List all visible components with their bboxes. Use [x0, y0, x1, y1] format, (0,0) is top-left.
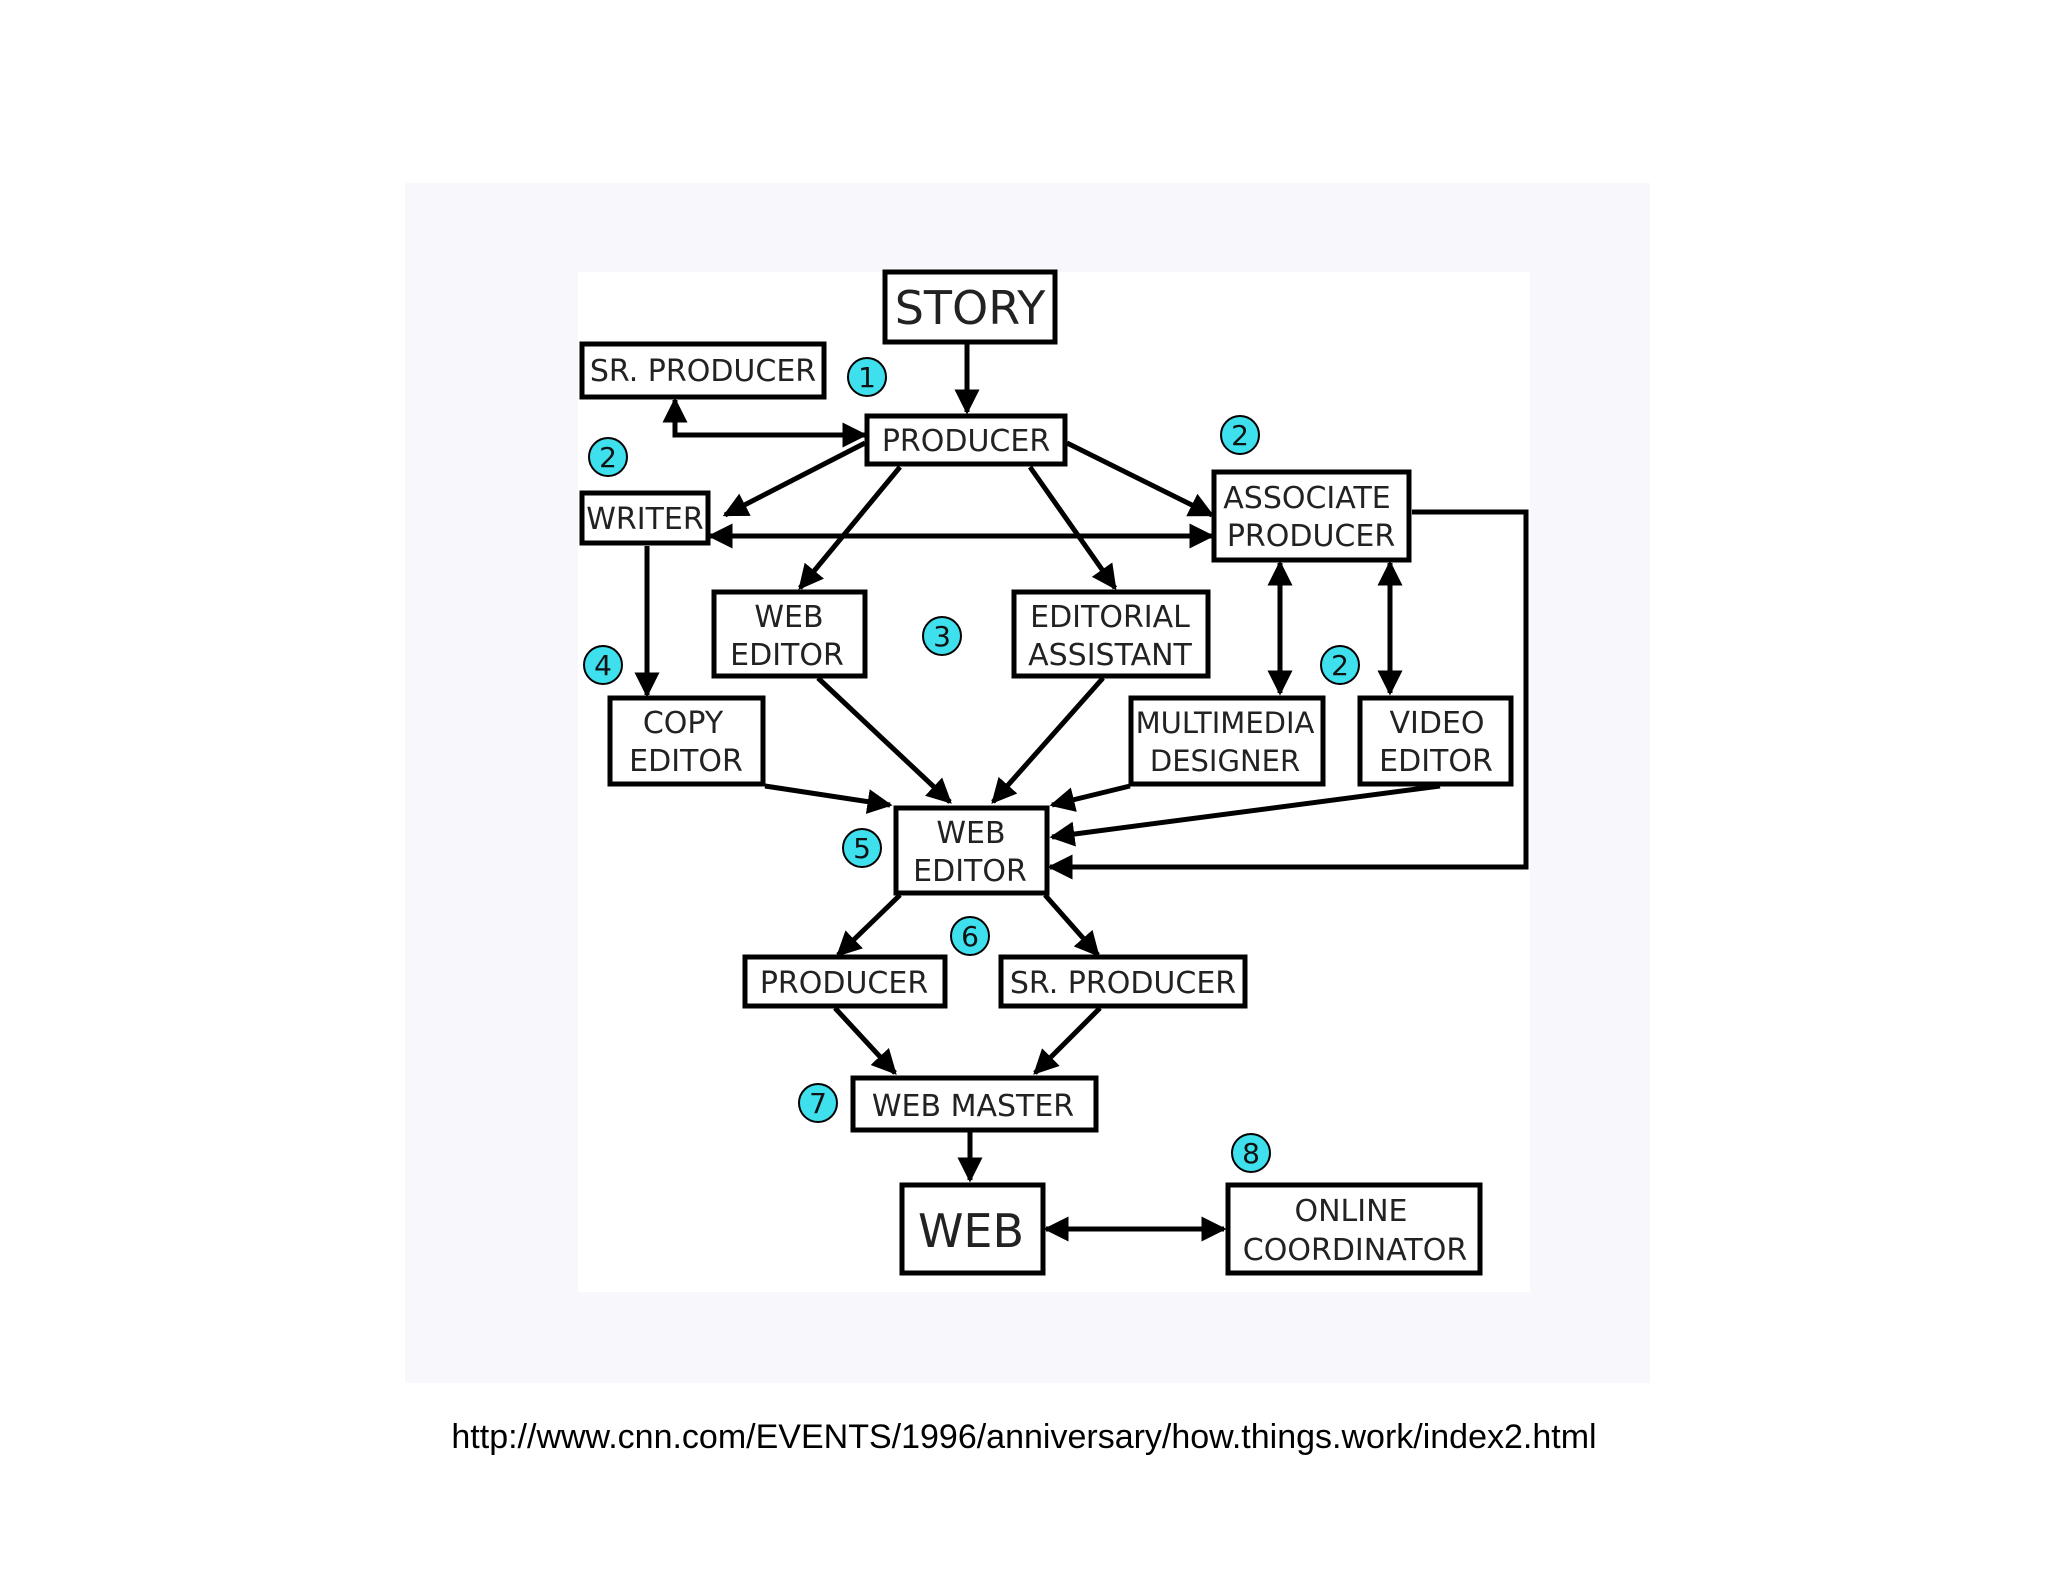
- edge-producer-webmaster: [833, 1006, 897, 1075]
- step-badge-8: 8: [1231, 1133, 1271, 1173]
- node-producer-top-label: PRODUCER: [882, 424, 1050, 459]
- node-associate-producer-line1: ASSOCIATE: [1223, 481, 1391, 516]
- node-writer-label: WRITER: [586, 502, 703, 537]
- step-badge-2-lower-number: 2: [1331, 649, 1349, 682]
- step-badge-2-left-number: 2: [599, 441, 617, 474]
- node-web-editor-top-line1: WEB: [754, 600, 823, 635]
- diagram-edges: [634, 344, 1529, 1242]
- edge-producer-editorialassistant: [1027, 465, 1118, 591]
- node-web-label: WEB: [918, 1204, 1024, 1258]
- edge-producer-associate: [1065, 440, 1215, 518]
- edge-webeditor-webeditorcenter: [816, 676, 952, 804]
- node-web-master: WEB MASTER: [850, 1075, 1099, 1133]
- node-sr-producer-bottom-label: SR. PRODUCER: [1010, 966, 1236, 1001]
- node-web-editor-center: WEB EDITOR: [893, 805, 1050, 896]
- edge-multimedia-webeditorcenter: [1049, 783, 1131, 812]
- node-online-coordinator: ONLINE COORDINATOR: [1225, 1182, 1483, 1276]
- node-editorial-assistant: EDITORIAL ASSISTANT: [1011, 589, 1211, 679]
- node-copy-editor-line2: EDITOR: [629, 744, 743, 779]
- edge-producer-webeditor: [798, 465, 902, 590]
- step-badge-3-number: 3: [933, 620, 951, 653]
- step-badge-5: 5: [842, 828, 882, 868]
- step-badge-7: 7: [798, 1083, 838, 1123]
- node-sr-producer-top: SR. PRODUCER: [579, 341, 827, 400]
- edge-srproducer-webmaster: [1033, 1006, 1102, 1075]
- step-badge-1: 1: [847, 357, 887, 397]
- edge-copyeditor-webeditorcenter: [764, 783, 893, 814]
- node-sr-producer-bottom: SR. PRODUCER: [998, 954, 1248, 1009]
- node-editorial-assistant-line2: ASSISTANT: [1028, 638, 1192, 673]
- step-badge-6: 6: [950, 916, 990, 956]
- step-badge-2-left: 2: [588, 437, 628, 477]
- node-web: WEB: [899, 1182, 1046, 1276]
- step-badge-6-number: 6: [961, 920, 979, 953]
- edge-srproducer-producer: [662, 397, 868, 448]
- step-badge-5-number: 5: [853, 832, 871, 865]
- step-badge-4-number: 4: [594, 649, 612, 682]
- node-story: STORY: [882, 269, 1058, 345]
- node-online-coordinator-line2: COORDINATOR: [1243, 1233, 1467, 1268]
- node-producer-bottom: PRODUCER: [742, 954, 948, 1009]
- node-web-editor-center-line2: EDITOR: [913, 854, 1027, 889]
- node-web-editor-center-line1: WEB: [936, 816, 1005, 851]
- step-badge-3: 3: [922, 616, 962, 656]
- node-editorial-assistant-line1: EDITORIAL: [1030, 600, 1190, 635]
- step-badge-1-number: 1: [858, 361, 876, 394]
- node-multimedia-designer-line1: MULTIMEDIA: [1136, 706, 1315, 740]
- edge-webeditorcenter-producer: [836, 893, 902, 957]
- node-online-coordinator-line1: ONLINE: [1294, 1194, 1407, 1229]
- step-badge-2-right-number: 2: [1231, 419, 1249, 452]
- step-badge-4: 4: [583, 645, 623, 685]
- node-video-editor-line1: VIDEO: [1389, 706, 1484, 741]
- step-badge-2-right: 2: [1220, 415, 1260, 455]
- node-producer-bottom-label: PRODUCER: [760, 966, 928, 1001]
- node-writer: WRITER: [579, 490, 711, 546]
- step-badge-7-number: 7: [809, 1087, 827, 1120]
- node-sr-producer-top-label: SR. PRODUCER: [590, 354, 816, 389]
- node-video-editor: VIDEO EDITOR: [1357, 695, 1514, 787]
- node-producer-top: PRODUCER: [864, 413, 1068, 467]
- node-web-editor-top-line2: EDITOR: [730, 638, 844, 673]
- node-associate-producer: ASSOCIATE PRODUCER: [1211, 469, 1412, 563]
- node-web-master-label: WEB MASTER: [872, 1089, 1074, 1124]
- edge-webeditorcenter-srproducer: [1043, 893, 1100, 957]
- node-multimedia-designer-line2: DESIGNER: [1150, 744, 1300, 778]
- node-copy-editor-line1: COPY: [643, 706, 724, 741]
- node-multimedia-designer: MULTIMEDIA DESIGNER: [1128, 695, 1326, 787]
- source-url-caption: http://www.cnn.com/EVENTS/1996/anniversa…: [451, 1418, 1597, 1456]
- node-story-label: STORY: [895, 281, 1047, 335]
- edge-video-webeditorcenter: [1049, 783, 1441, 847]
- step-badge-8-number: 8: [1242, 1137, 1260, 1170]
- edge-producer-writer: [722, 440, 867, 518]
- node-video-editor-line2: EDITOR: [1379, 744, 1493, 779]
- edge-editorialassistant-webeditorcenter: [991, 676, 1105, 804]
- node-associate-producer-line2: PRODUCER: [1227, 519, 1395, 554]
- edge-associate-webeditorcenter: [1047, 509, 1529, 880]
- node-web-editor-top: WEB EDITOR: [711, 589, 868, 679]
- node-copy-editor: COPY EDITOR: [607, 695, 766, 787]
- step-badge-2-lower: 2: [1320, 645, 1360, 685]
